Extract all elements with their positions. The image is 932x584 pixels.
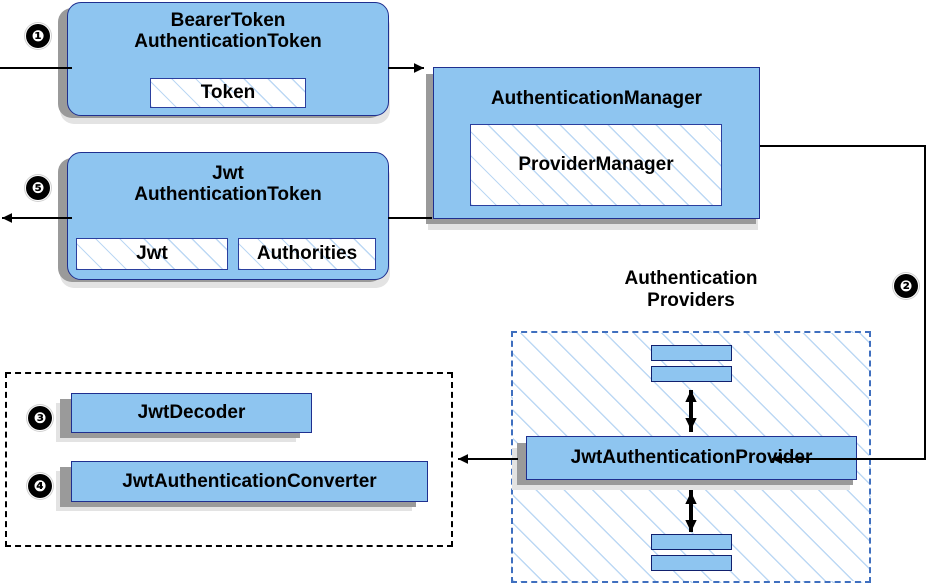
auth-manager-title: AuthenticationManager <box>490 88 703 109</box>
jwt-token-title-line2: AuthenticationToken <box>134 184 322 206</box>
bearer-token-title-line2: AuthenticationToken <box>134 31 322 53</box>
slot-authorities[interactable]: Authorities <box>238 238 376 270</box>
jwt-provider-title: JwtAuthenticationProvider <box>570 447 813 469</box>
node-bearer-token-authentication-token[interactable]: BearerToken AuthenticationToken <box>67 2 389 116</box>
step-badge-2: ❷ <box>894 274 918 298</box>
node-jwt-authentication-converter[interactable]: JwtAuthenticationConverter <box>71 461 428 502</box>
jwt-decoder-title: JwtDecoder <box>137 402 246 424</box>
slot-token[interactable]: Token <box>150 78 306 108</box>
authentication-providers-label: Authentication Providers <box>588 268 794 311</box>
slot-jwt[interactable]: Jwt <box>76 238 228 270</box>
bearer-token-title-line1: BearerToken <box>170 10 286 31</box>
provider-stack-bar-bottom-1 <box>651 534 732 550</box>
step-badge-5: ❺ <box>26 176 50 200</box>
node-jwt-decoder[interactable]: JwtDecoder <box>71 393 312 433</box>
provider-stack-bar-bottom-2 <box>651 555 732 571</box>
provider-stack-bar-top-2 <box>651 366 732 382</box>
slot-provider-manager[interactable]: ProviderManager <box>470 124 722 206</box>
node-jwt-authentication-provider[interactable]: JwtAuthenticationProvider <box>526 436 857 480</box>
providers-label-line2: Providers <box>647 289 735 311</box>
jwt-token-title-line1: Jwt <box>212 163 244 184</box>
provider-stack-bar-top-1 <box>651 345 732 361</box>
step-badge-4: ❹ <box>28 474 52 498</box>
providers-label-line1: Authentication <box>624 268 758 289</box>
jwt-converter-title: JwtAuthenticationConverter <box>122 470 377 492</box>
step-badge-3: ❸ <box>28 406 52 430</box>
step-badge-1: ❶ <box>26 24 50 48</box>
